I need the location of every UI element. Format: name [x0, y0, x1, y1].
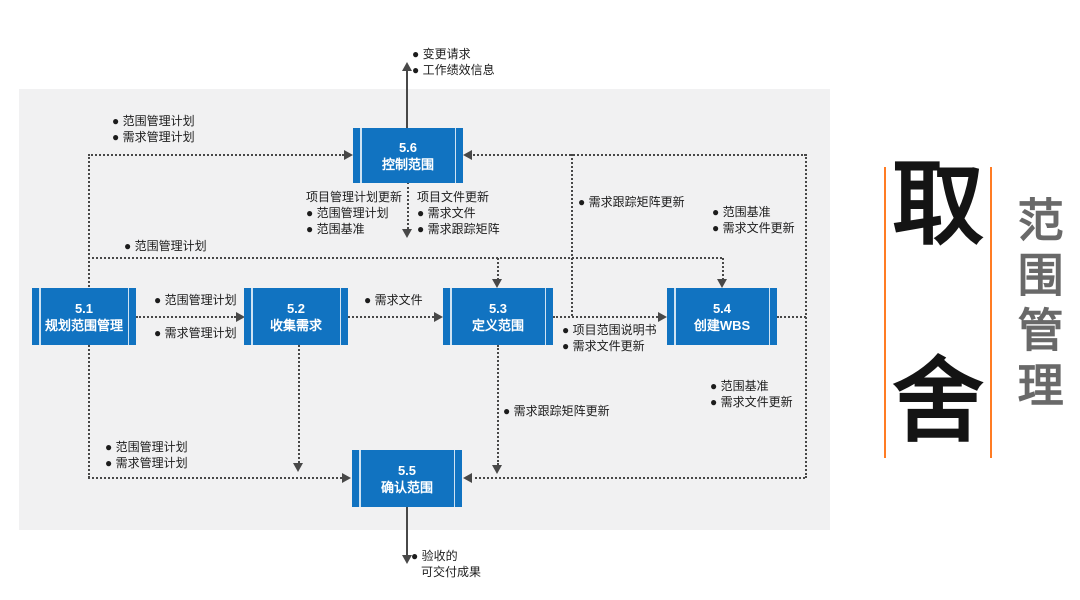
arrowhead — [463, 473, 472, 483]
accent-line-right — [990, 167, 992, 458]
label-scope-statement: ● 项目范围说明书 ● 需求文件更新 — [562, 323, 657, 353]
label-plans-to-56: ● 范围管理计划 ● 需求管理计划 — [112, 114, 195, 144]
process-number: 5.5 — [397, 462, 417, 478]
process-name: 控制范围 — [381, 156, 434, 172]
process-number: 5.1 — [74, 300, 94, 316]
accent-line-left — [884, 167, 886, 458]
label-rtm-update-bottom: ● 需求跟踪矩阵更新 — [503, 404, 610, 418]
label-accepted-deliverables: ● 验收的 可交付成果 — [411, 549, 482, 579]
vertical-title: 范围管理 — [1011, 196, 1064, 416]
connector-53-to-54 — [553, 316, 658, 318]
connector-56-outputs-down — [407, 182, 409, 229]
connector-55-output-down — [406, 507, 408, 556]
connector-to-55-right-horizontal — [470, 477, 805, 479]
process-number: 5.4 — [712, 300, 732, 316]
connector-51-to-56-horizontal — [88, 154, 344, 156]
label-change-requests: ● 变更请求 ● 工作绩效信息 — [412, 47, 495, 77]
arrowhead — [717, 279, 727, 288]
process-box-5-6: 5.6 控制范围 — [353, 128, 463, 183]
process-box-5-3: 5.3 定义范围 — [443, 288, 553, 345]
process-name: 定义范围 — [471, 317, 524, 333]
label-pm-plan-updates: 项目管理计划更新 ● 范围管理计划 ● 范围基准 — [306, 190, 403, 236]
connector-drop-to-54 — [722, 258, 724, 280]
connector-54-to-rightline — [777, 316, 806, 318]
connector-to-55-left-horizontal — [88, 477, 342, 479]
label-plans-to-55: ● 范围管理计划 ● 需求管理计划 — [105, 440, 188, 470]
label-baseline-to-55: ● 范围基准 ● 需求文件更新 — [710, 379, 793, 409]
connector-51-to-52 — [136, 316, 236, 318]
headline-char-bottom: 舍 — [891, 347, 984, 455]
process-number: 5.6 — [398, 139, 418, 155]
arrowhead — [402, 229, 412, 238]
arrowhead — [342, 473, 351, 483]
headline-char-top: 取 — [891, 150, 984, 258]
arrowhead — [434, 312, 443, 322]
process-number: 5.2 — [286, 300, 306, 316]
process-box-5-2: 5.2 收集需求 — [244, 288, 348, 345]
process-box-5-5: 5.5 确认范围 — [352, 450, 462, 507]
arrowhead — [402, 62, 412, 71]
label-51-52-top: ● 范围管理计划 — [154, 293, 237, 307]
process-name: 确认范围 — [380, 479, 433, 495]
connector-drop-to-53 — [497, 258, 499, 280]
connector-54-vertical-right — [805, 154, 807, 478]
label-doc-updates: 项目文件更新 ● 需求文件 ● 需求跟踪矩阵 — [417, 190, 500, 236]
arrowhead — [402, 555, 412, 564]
label-req-docs: ● 需求文件 — [364, 293, 423, 307]
arrowhead — [236, 312, 245, 322]
connector-right-to-56-horizontal — [470, 154, 806, 156]
label-baseline-to-56: ● 范围基准 ● 需求文件更新 — [712, 205, 795, 235]
process-box-5-4: 5.4 创建WBS — [667, 288, 777, 345]
process-name: 收集需求 — [269, 317, 322, 333]
connector-53-down-to-55 — [497, 345, 499, 465]
label-scope-plan-mid: ● 范围管理计划 — [124, 239, 207, 253]
process-box-5-1: 5.1 规划范围管理 — [32, 288, 136, 345]
connector-52-down-to-55 — [298, 345, 300, 463]
process-number: 5.3 — [488, 300, 508, 316]
arrowhead — [463, 150, 472, 160]
connector-scope-plan-horizontal — [88, 257, 722, 259]
process-name: 创建WBS — [693, 317, 751, 333]
arrowhead — [293, 463, 303, 472]
label-rtm-update-top: ● 需求跟踪矩阵更新 — [578, 195, 685, 209]
connector-53-up-to-56 — [571, 154, 573, 316]
arrowhead — [492, 279, 502, 288]
arrowhead — [344, 150, 353, 160]
arrowhead — [492, 465, 502, 474]
connector-52-to-53 — [348, 316, 434, 318]
process-name: 规划范围管理 — [44, 317, 123, 333]
label-51-52-bottom: ● 需求管理计划 — [154, 326, 237, 340]
connector-56-output-up — [406, 71, 408, 128]
arrowhead — [658, 312, 667, 322]
